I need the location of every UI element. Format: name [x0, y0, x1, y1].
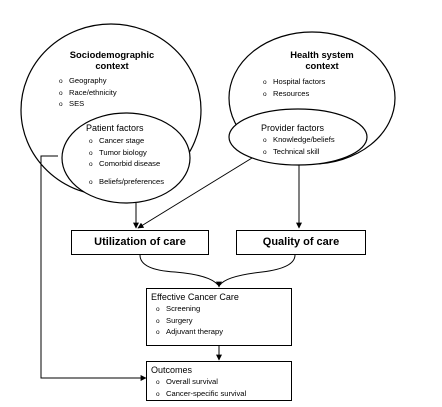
connector-utilization-curve: [139, 254, 219, 286]
effective-care-title: Effective Cancer Care: [151, 292, 239, 302]
connector-sociodemographic-to-outcomes: [40, 155, 147, 381]
utilization-label: Utilization of care: [94, 236, 186, 248]
quality-label: Quality of care: [262, 236, 340, 248]
provider-title: Provider factors: [261, 123, 325, 133]
connector-provider-to-utilization: [137, 157, 253, 229]
quality-box: Quality of care: [236, 230, 366, 255]
outcomes-title: Outcomes: [151, 365, 193, 375]
sociodemographic-title: Sociodemographic context: [69, 49, 155, 71]
patient-title: Patient factors: [86, 123, 144, 133]
provider-ellipse: [228, 108, 368, 166]
health-system-title: Health system context: [290, 49, 354, 71]
connector-quality-curve: [219, 254, 296, 286]
patient-ellipse: [61, 112, 191, 204]
utilization-box: Utilization of care: [71, 230, 209, 255]
